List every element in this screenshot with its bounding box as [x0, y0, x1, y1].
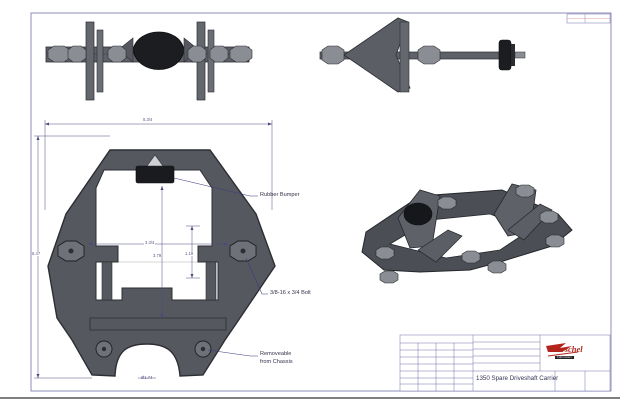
- dim-overall-height: 6.47: [32, 251, 41, 257]
- company-logo-sub: Fabrication: [555, 355, 574, 359]
- dimension-arrows: [36, 122, 272, 378]
- company-logo: Gorschel: [551, 344, 583, 354]
- dim-inner-height: 3.79: [153, 253, 162, 259]
- isometric-view: [361, 183, 573, 284]
- callout-rubber-bumper: Rubber Bumper: [260, 192, 300, 198]
- dim-hole-diameter: Ø1.74: [141, 375, 153, 380]
- main-plate-view: [47, 149, 276, 377]
- drawing-title: 1350 Spare Driveshaft Carrier: [476, 375, 559, 382]
- dimension-lines: [34, 120, 273, 379]
- side-view: [319, 17, 526, 93]
- dim-overall-width: 5.3/4: [142, 117, 154, 123]
- callout-removeable-line2: from Chassis: [260, 359, 293, 365]
- top-right-label-box: [566, 13, 611, 24]
- front-view: [45, 21, 253, 101]
- dim-slot-height: 1.19: [185, 251, 194, 257]
- logo-mark: [546, 343, 579, 357]
- sheet-border: [30, 12, 612, 392]
- title-block: [399, 334, 611, 392]
- callout-removeable-line1: Removeable: [260, 351, 292, 357]
- leader-lines: [173, 177, 268, 357]
- dim-inner-width: 3.3/4: [144, 240, 156, 246]
- callout-bolt: 3/8-16 x 3/4 Bolt: [270, 290, 311, 296]
